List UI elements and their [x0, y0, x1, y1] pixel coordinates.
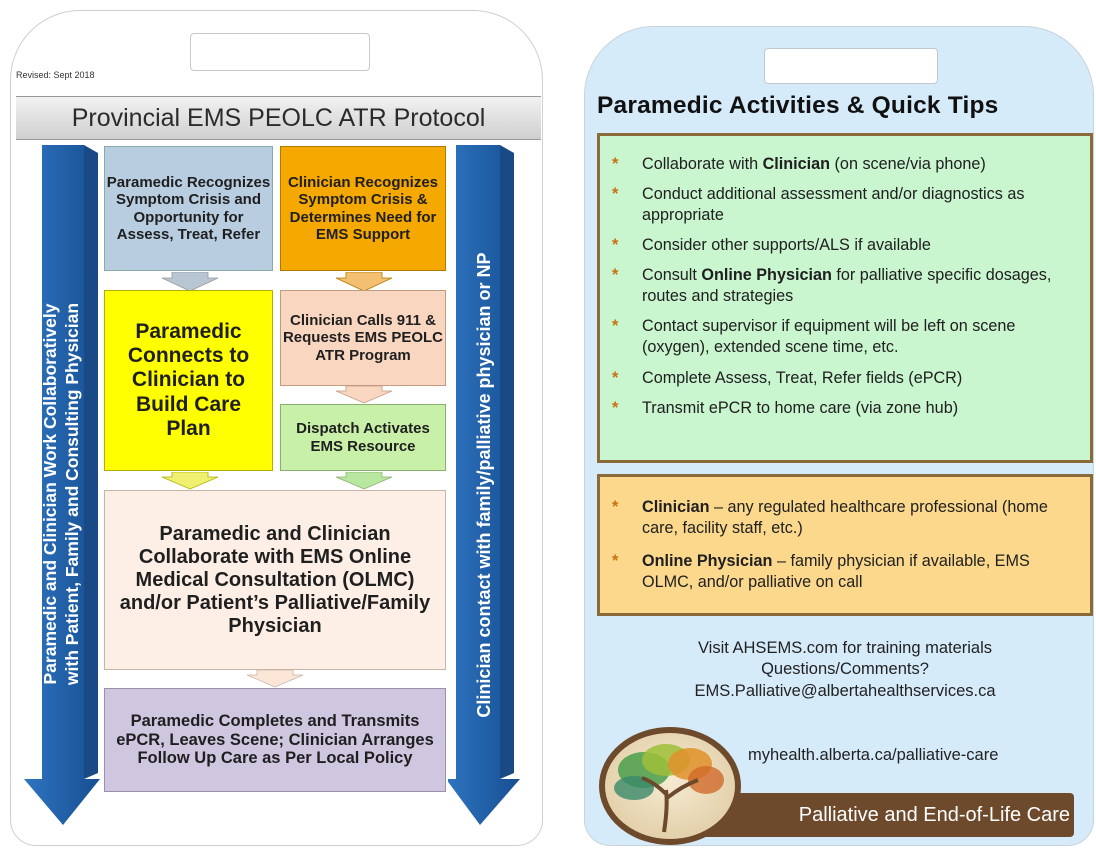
left-down-arrow: [24, 145, 100, 825]
tip-item: *Transmit ePCR to home care (via zone hu…: [600, 398, 1084, 419]
asterisk-icon: *: [612, 236, 619, 255]
dispatch-box: Dispatch Activates EMS Resource: [280, 404, 446, 471]
paramedic-connects-box: Paramedic Connects to Clinician to Build…: [104, 290, 273, 471]
asterisk-icon: *: [612, 317, 619, 336]
flow-arrow-5: [335, 472, 393, 490]
flow-arrow-1: [161, 272, 219, 292]
asterisk-icon: *: [612, 498, 619, 516]
visit-line-questions: Questions/Comments?: [761, 660, 929, 679]
protocol-title-bar: Provincial EMS PEOLC ATR Protocol: [16, 96, 541, 140]
asterisk-icon: *: [612, 155, 619, 173]
visit-line-email: EMS.Palliative@albertahealthservices.ca: [694, 681, 996, 700]
visit-info: Visit AHSEMS.com for training materials …: [600, 638, 1090, 702]
protocol-title: Provincial EMS PEOLC ATR Protocol: [71, 103, 486, 132]
visit-line-training: Visit AHSEMS.com for training materials: [697, 639, 993, 657]
tree-logo-icon: [599, 727, 741, 845]
tip-item: *Contact supervisor if equipment will be…: [612, 317, 1016, 357]
clinician-calls-box: Clinician Calls 911 & Requests EMS PEOLC…: [280, 290, 446, 386]
flow-arrow-4: [161, 472, 219, 490]
left-arrow-line-2: with Patient, Family and Consulting Phys…: [62, 302, 82, 686]
tip-item: *Conduct additional assessment and/or di…: [612, 185, 1025, 225]
card-slot: [190, 33, 370, 71]
revised-date: Revised: Sept 2018: [16, 70, 95, 80]
completes-box: Paramedic Completes and Transmits ePCR, …: [104, 688, 446, 792]
tip-item: *Complete Assess, Treat, Refer fields (e…: [600, 368, 1084, 389]
definition-item: *Online Physician – family physician if …: [612, 552, 1030, 592]
tips-title: Paramedic Activities & Quick Tips: [597, 92, 999, 119]
tip-item: *Collaborate with Clinician (on scene/vi…: [600, 154, 1084, 175]
flow-arrow-2: [335, 272, 393, 292]
card-slot-right: [764, 48, 938, 84]
asterisk-icon: *: [612, 552, 619, 571]
definitions-panel: *Clinician – any regulated healthcare pr…: [597, 474, 1093, 616]
definition-item: *Clinician – any regulated healthcare pr…: [612, 498, 1048, 538]
collaborate-box: Paramedic and Clinician Collaborate with…: [104, 490, 446, 670]
left-arrow-label: Paramedic and Clinician Work Collaborati…: [36, 174, 88, 814]
asterisk-icon: *: [612, 185, 619, 204]
right-down-arrow: [448, 145, 520, 825]
right-arrow-label: Clinician contact with family/palliative…: [469, 165, 499, 805]
paramedic-recognizes-box: Paramedic Recognizes Symptom Crisis and …: [104, 146, 273, 271]
asterisk-icon: *: [612, 266, 619, 285]
flow-arrow-6: [246, 670, 304, 688]
left-arrow-line-1: Paramedic and Clinician Work Collaborati…: [40, 303, 61, 685]
tip-item: *Consider other supports/ALS if availabl…: [600, 235, 1084, 256]
logo-text: Palliative and End-of-Life Care: [798, 803, 1070, 826]
asterisk-icon: *: [612, 398, 619, 417]
tips-panel: *Collaborate with Clinician (on scene/vi…: [597, 133, 1093, 463]
tip-item: *Consult Online Physician for palliative…: [612, 266, 1052, 306]
flow-arrow-3: [335, 386, 393, 404]
myhealth-link[interactable]: myhealth.alberta.ca/palliative-care: [748, 746, 999, 764]
asterisk-icon: *: [612, 368, 619, 387]
clinician-recognizes-box: Clinician Recognizes Symptom Crisis & De…: [280, 146, 446, 271]
tips-list: *Collaborate with Clinician (on scene/vi…: [600, 154, 1084, 419]
right-arrow-text: Clinician contact with family/palliative…: [473, 252, 494, 718]
definitions-list: *Clinician – any regulated healthcare pr…: [600, 497, 1084, 593]
logo-bar: Palliative and End-of-Life Care: [700, 793, 1074, 837]
